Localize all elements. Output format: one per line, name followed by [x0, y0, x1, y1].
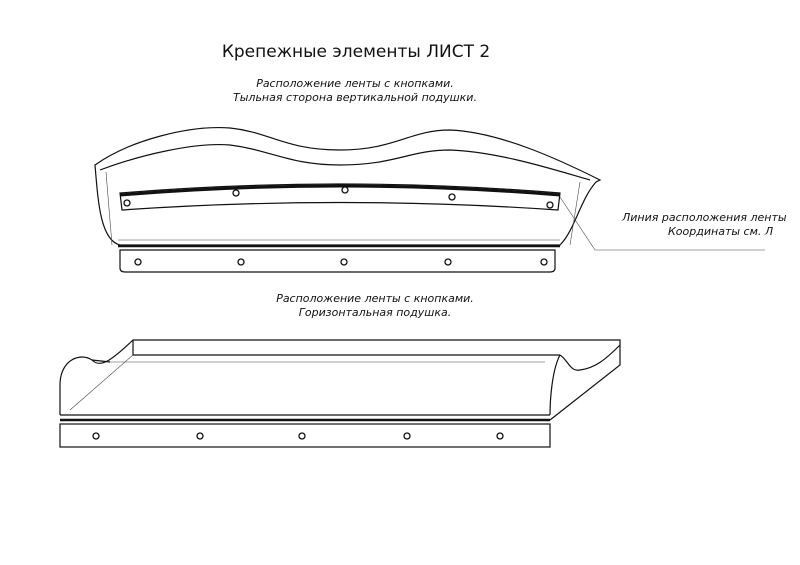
leader-line [559, 196, 765, 251]
sheet-title: Крепежные элементы ЛИСТ 2 [222, 42, 490, 62]
callout-line2: Координаты см. Л [668, 225, 773, 238]
top-band-buttons [123, 186, 554, 209]
callout-line1: Линия расположения ленты [621, 211, 787, 224]
bottom-caption-line1: Расположение ленты с кнопками. [276, 292, 474, 305]
bottom-caption-line2: Горизонтальная подушка. [299, 306, 451, 319]
horizontal-strip-buttons [92, 432, 504, 440]
top-caption-line1: Расположение ленты с кнопками. [256, 77, 454, 90]
vertical-cushion [94, 127, 602, 273]
top-caption-line2: Тыльная сторона вертикальной подушки. [233, 91, 477, 104]
bottom-strip-buttons [134, 258, 548, 266]
horizontal-cushion [59, 339, 621, 448]
